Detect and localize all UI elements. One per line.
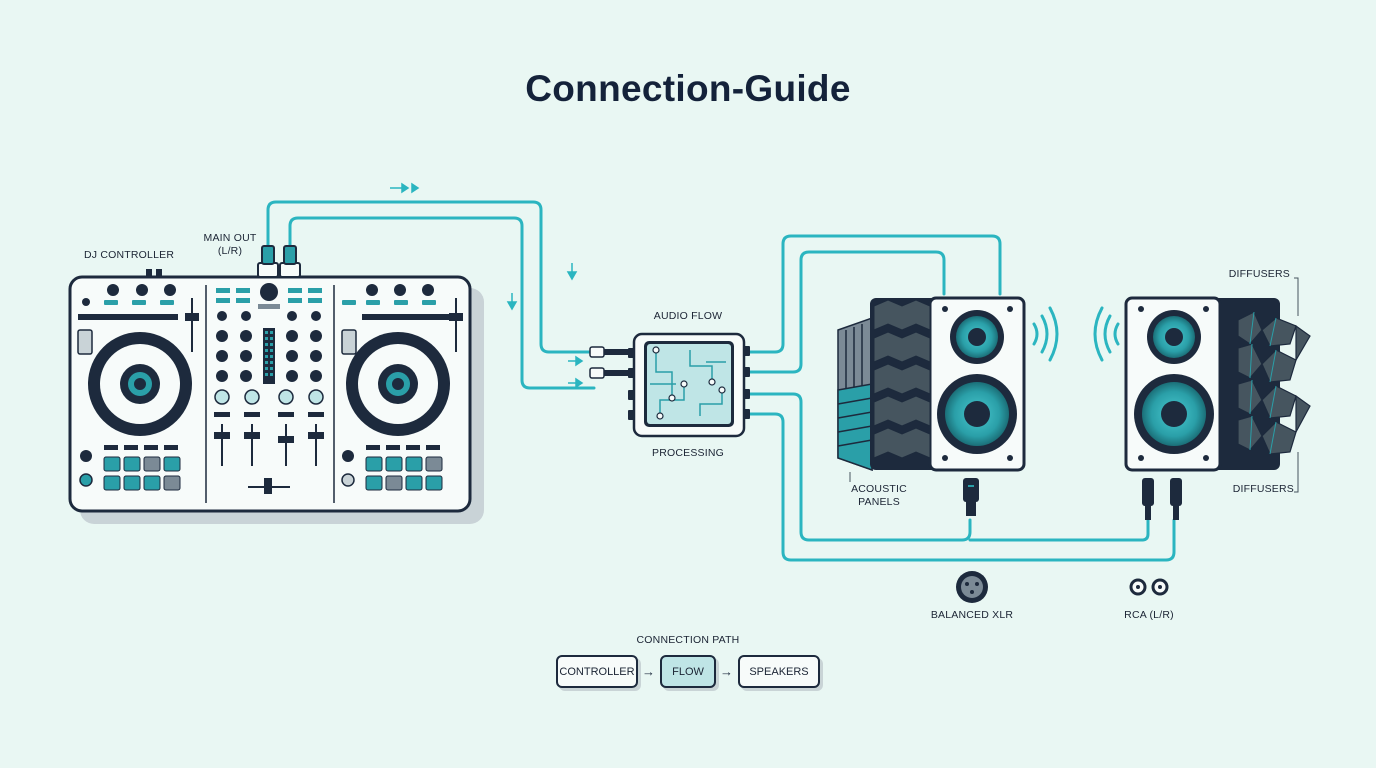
arrow-right-icon: → [642, 664, 655, 679]
cable-to-speaker-left-b [748, 250, 946, 374]
label-balanced-xlr: BALANCED XLR [930, 609, 1014, 621]
cable-to-speaker-left [748, 234, 1002, 354]
xlr-connector-icon [956, 571, 988, 603]
path-step-controller: CONTROLLER [556, 655, 638, 688]
label-acoustic-panels-line1: ACOUSTIC [851, 483, 907, 495]
dj-controller [68, 245, 484, 524]
page-title: Connection-Guide [525, 68, 851, 109]
label-diffusers-top: DIFFUSERS [1228, 268, 1290, 280]
label-rca-lr: RCA (L/R) [1124, 609, 1174, 621]
cable-xlr-return [748, 392, 972, 542]
speaker-right [1093, 296, 1311, 520]
speaker-left [837, 296, 1059, 516]
label-audio-flow: AUDIO FLOW [653, 310, 723, 322]
label-diffusers-bottom: DIFFUSERS [1232, 483, 1294, 495]
label-acoustic-panels: ACOUSTIC PANELS [842, 483, 916, 509]
rca-connector-icon [1129, 578, 1169, 596]
label-processing: PROCESSING [651, 447, 724, 459]
acoustic-panels [837, 316, 873, 472]
label-main-out: MAIN OUT (L/R) [200, 232, 260, 258]
sound-wave-icon [1093, 306, 1120, 362]
cable-main-out-right [288, 216, 596, 390]
flow-arrow-icon [390, 182, 584, 389]
cable-rca-return [748, 412, 1176, 562]
path-step-flow: FLOW [660, 655, 716, 688]
label-main-out-line2: (L/R) [217, 245, 243, 257]
label-dj-controller: DJ CONTROLLER [84, 249, 175, 261]
path-step-speakers: SPEAKERS [738, 655, 820, 688]
sound-wave-icon [1032, 306, 1059, 362]
label-acoustic-panels-line2: PANELS [858, 496, 900, 508]
cable-main-out-left [266, 200, 596, 354]
label-main-out-line1: MAIN OUT [203, 232, 257, 244]
audio-processor [589, 332, 750, 438]
diffusers [1237, 311, 1311, 455]
connection-path-heading: CONNECTION PATH [636, 634, 740, 646]
cables [266, 200, 1176, 562]
arrow-right-icon: → [720, 664, 733, 679]
cable-rca-left [968, 518, 1150, 542]
